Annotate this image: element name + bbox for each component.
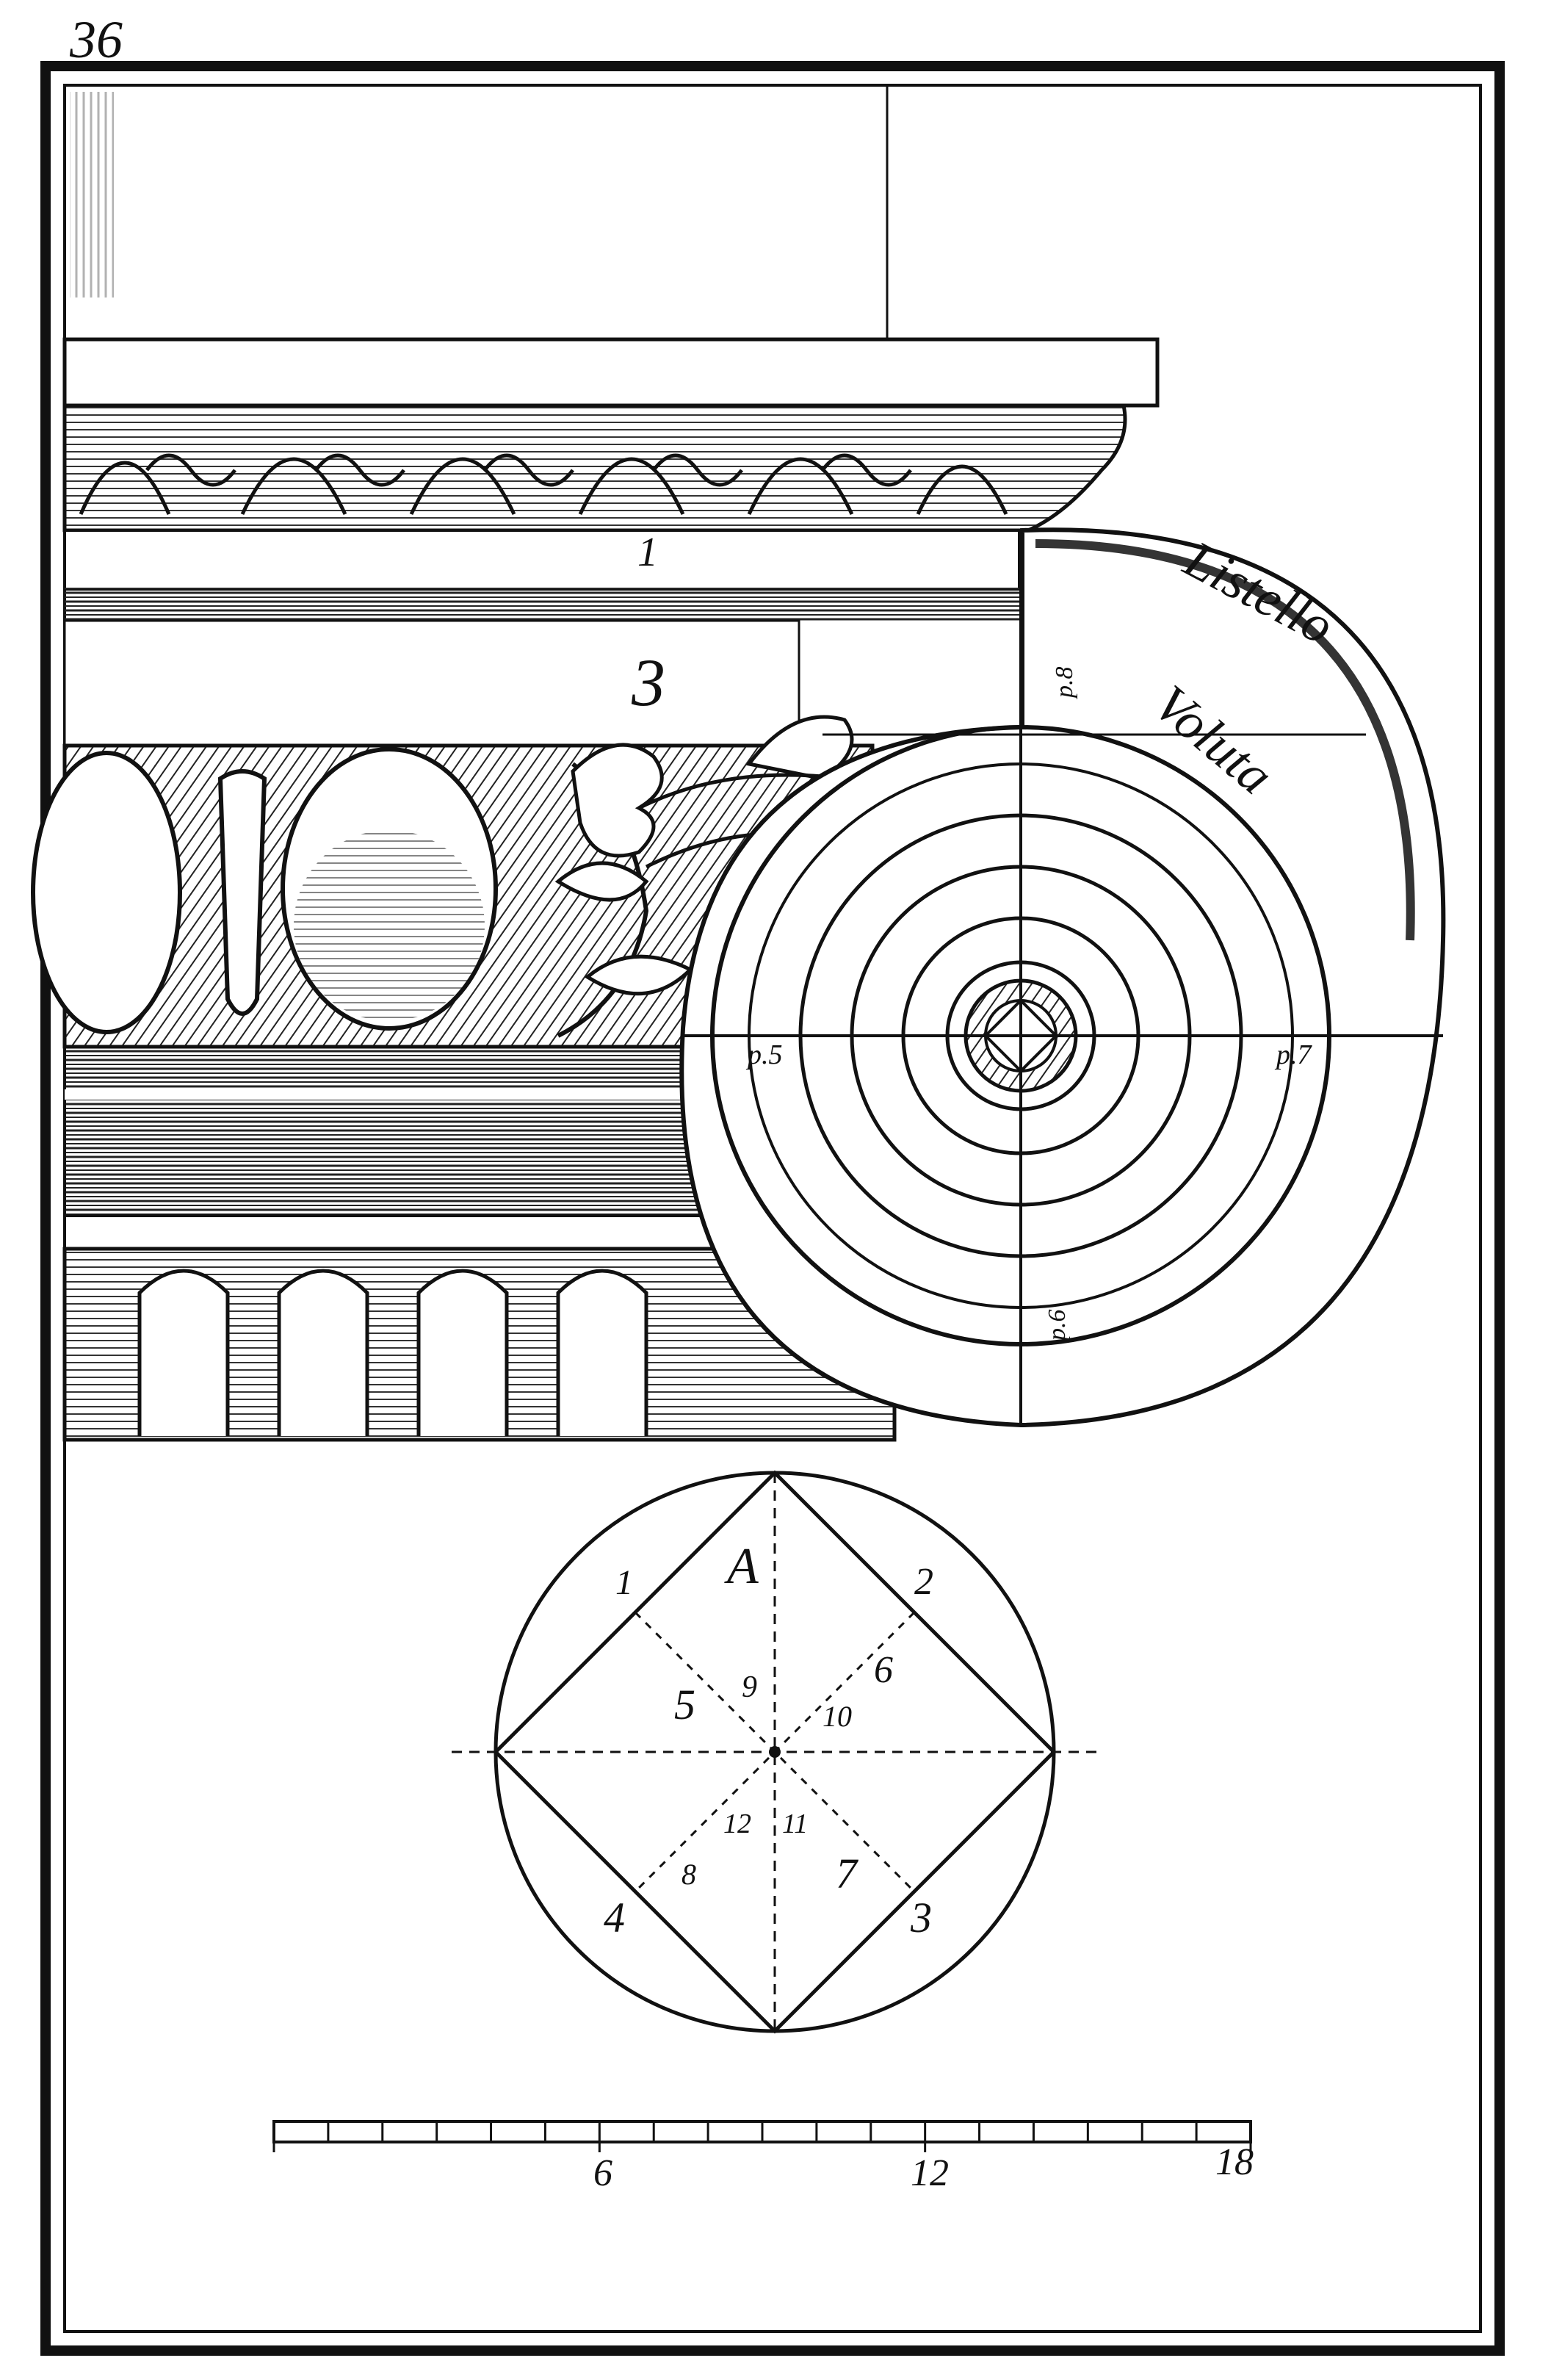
- eye-number-6: 6: [874, 1649, 893, 1691]
- scale-label-12: 12: [911, 2152, 949, 2194]
- volute-spiral: [679, 527, 1446, 1428]
- eye-number-4: 4: [604, 1894, 625, 1941]
- cymatium-band: 3: [63, 619, 800, 747]
- eye-number-11: 11: [782, 1809, 808, 1839]
- scale-label-6: 6: [593, 2152, 612, 2194]
- molding-number-1: 1: [637, 530, 658, 575]
- abacus-ornament-band: [62, 403, 1127, 533]
- eye-number-12: 12: [723, 1809, 751, 1839]
- eye-number-3: 3: [910, 1894, 932, 1941]
- point-p8-label: p.8: [1051, 667, 1078, 700]
- point-p6-label: p.6: [1044, 1310, 1071, 1343]
- astragal-band: [63, 1045, 800, 1217]
- eye-number-5: 5: [674, 1681, 695, 1728]
- volute-eye-diagram: [452, 1470, 1098, 2034]
- eye-number-9: 9: [742, 1670, 757, 1704]
- eye-number-10: 10: [822, 1700, 852, 1733]
- point-p7-label: p.7: [1274, 1039, 1313, 1070]
- eye-number-2: 2: [914, 1561, 933, 1603]
- page-number: 36: [69, 10, 123, 69]
- eye-number-8: 8: [682, 1858, 696, 1891]
- acanthus-sprig: [554, 715, 854, 996]
- eye-number-7: 7: [836, 1850, 858, 1897]
- fillet-band: 1: [63, 529, 1021, 621]
- scale-label-18: 18: [1215, 2141, 1254, 2183]
- scale-bar: [272, 2120, 1252, 2152]
- eye-letter-A: A: [724, 1538, 759, 1595]
- molding-number-3: 3: [631, 645, 665, 720]
- point-p5-label: p.5: [745, 1039, 783, 1070]
- eye-number-1: 1: [615, 1563, 633, 1602]
- entablature-block: [62, 85, 1160, 408]
